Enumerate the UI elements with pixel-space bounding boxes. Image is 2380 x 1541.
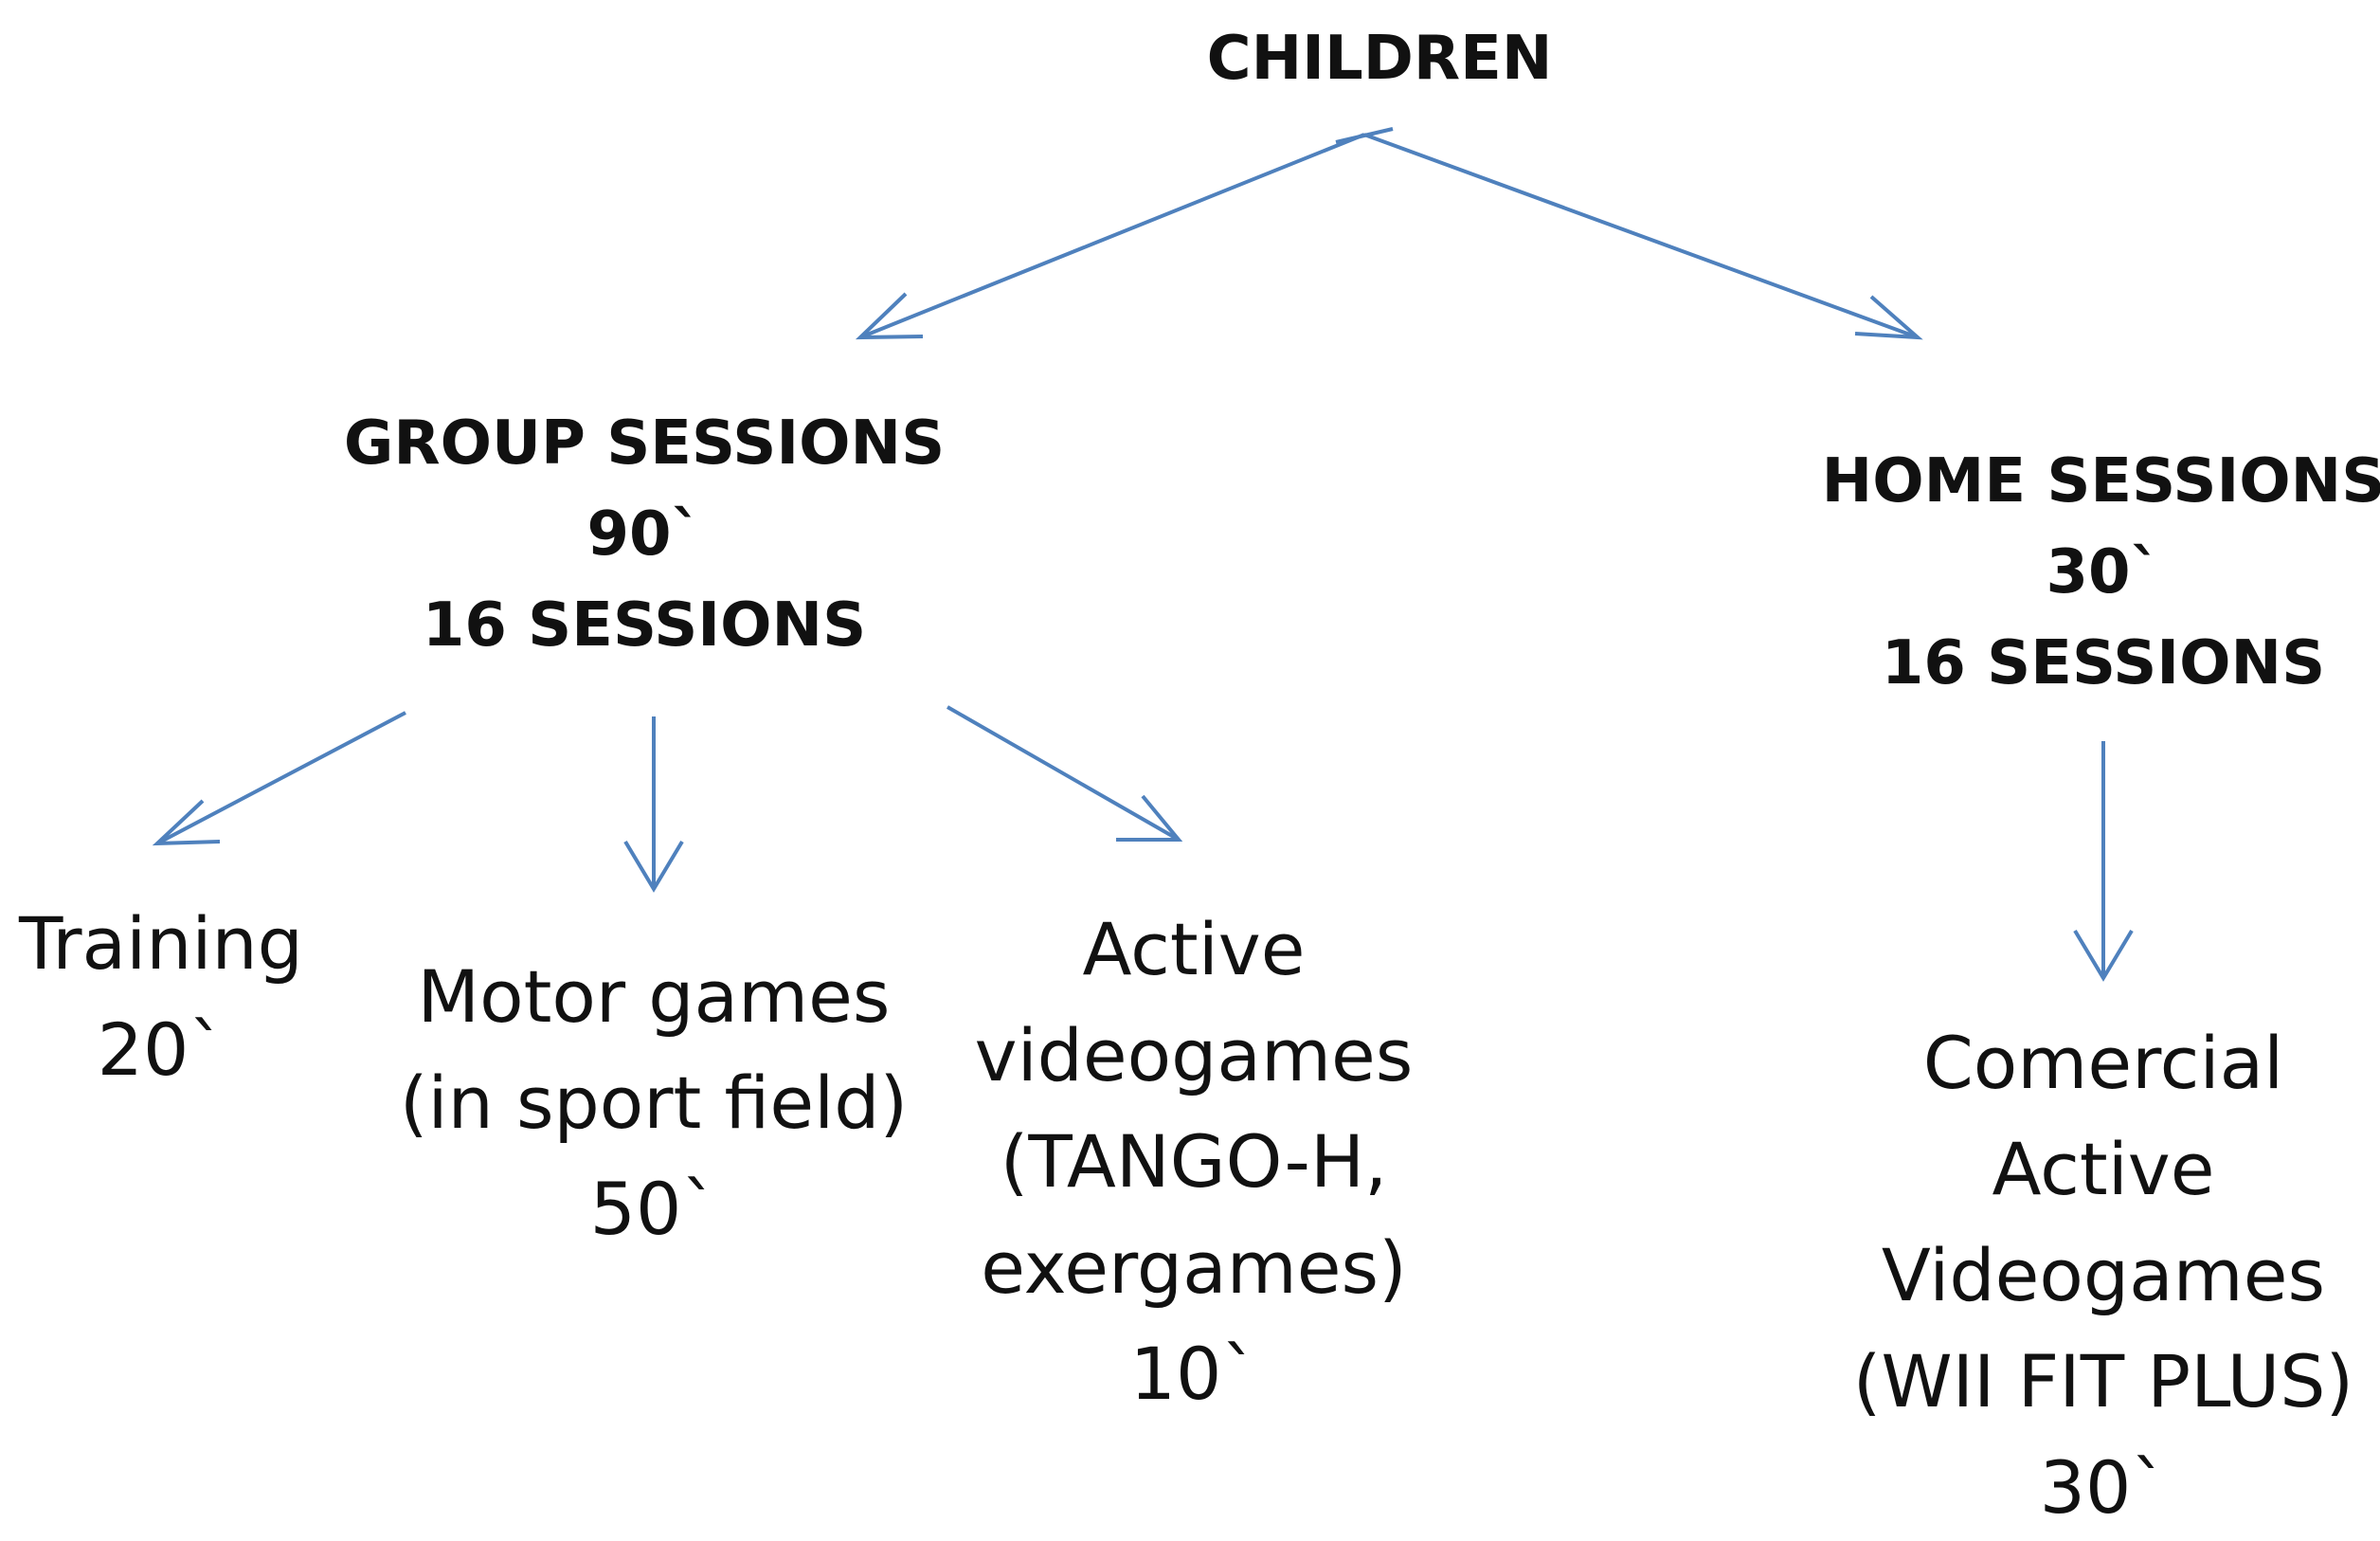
- node-group-duration: 90`: [586, 499, 702, 570]
- arrow-group-to-active-videogames: [947, 705, 1183, 842]
- node-motor-games: Motor games (in sport field) 50`: [341, 944, 966, 1262]
- node-home-duration: 30`: [2046, 537, 2161, 607]
- node-motor-detail: (in sport field): [399, 1061, 909, 1145]
- node-commercial-line-2: Active: [1992, 1127, 2215, 1211]
- node-training-duration: 20`: [97, 1007, 225, 1092]
- node-active-line-3: (TANGO-H,: [1000, 1119, 1388, 1204]
- arrow-group-to-training: [152, 711, 406, 846]
- arrow-root-to-group: [855, 133, 1365, 340]
- node-training-title: Training: [19, 901, 303, 986]
- node-commercial-line-3: Videogames: [1881, 1233, 2326, 1317]
- node-group-sessions: GROUP SESSIONS 90` 16 SESSIONS: [265, 398, 1023, 671]
- node-home-count: 16 SESSIONS: [1881, 628, 2326, 698]
- node-home-sessions: HOME SESSIONS 30` 16 SESSIONS: [1724, 436, 2380, 709]
- node-commercial-line-4: (WII FIT PLUS): [1852, 1339, 2354, 1423]
- arrow-root-to-home: [1363, 133, 1923, 340]
- node-active-line-4: exergames): [981, 1225, 1407, 1310]
- node-active-line-2: videogames: [974, 1013, 1414, 1097]
- node-commercial-duration: 30`: [2039, 1445, 2168, 1530]
- node-children: CHILDREN: [1001, 13, 1758, 104]
- node-home-title: HOME SESSIONS: [1821, 446, 2380, 517]
- node-active-line-1: Active: [1082, 907, 1306, 991]
- node-group-title: GROUP SESSIONS: [343, 408, 946, 479]
- arrow-group-to-motor-games: [623, 716, 684, 893]
- node-motor-duration: 50`: [589, 1167, 718, 1251]
- node-children-line-1: CHILDREN: [1206, 24, 1553, 94]
- arrow-origin-tick: [1335, 127, 1394, 144]
- node-active-videogames: Active videogames (TANGO-H, exergames) 1…: [891, 897, 1497, 1427]
- node-commercial-videogames: Comercial Active Videogames (WII FIT PLU…: [1829, 1010, 2378, 1541]
- node-training: Training 20`: [0, 891, 398, 1103]
- node-active-duration: 10`: [1129, 1332, 1258, 1416]
- node-motor-title: Motor games: [417, 954, 891, 1039]
- node-group-count: 16 SESSIONS: [422, 590, 867, 661]
- node-commercial-line-1: Comercial: [1922, 1021, 2284, 1105]
- arrow-home-to-commercial: [2073, 741, 2134, 982]
